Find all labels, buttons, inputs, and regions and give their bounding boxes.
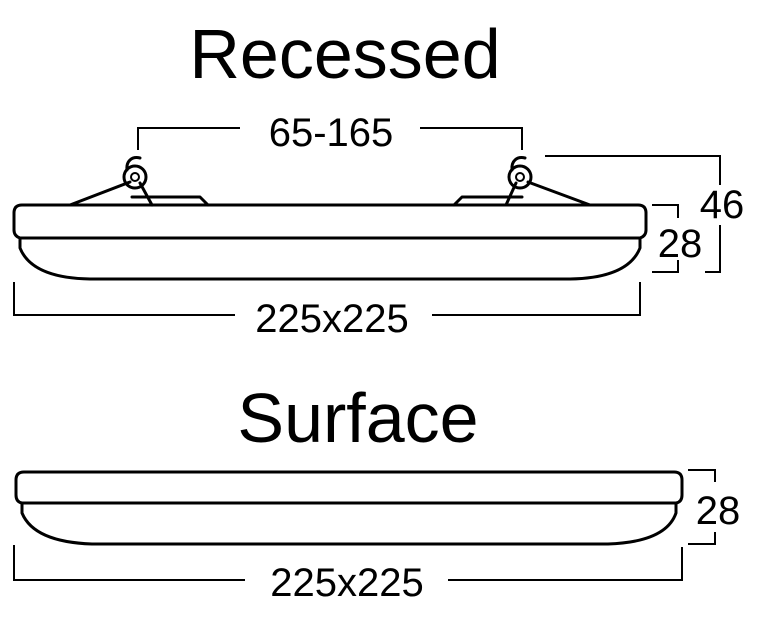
recessed-footprint-label: 225x225 bbox=[255, 297, 408, 341]
surface-footprint-dimension: 225x225 bbox=[13, 545, 683, 605]
recessed-body-height-label: 28 bbox=[658, 222, 703, 266]
recessed-overall-height-dimension: 46 bbox=[545, 155, 745, 273]
recessed-title: Recessed bbox=[189, 15, 500, 93]
recessed-fixture-body bbox=[12, 203, 648, 281]
surface-footprint-label: 225x225 bbox=[270, 561, 423, 605]
recessed-spring-clip-left bbox=[68, 156, 210, 207]
surface-title: Surface bbox=[237, 379, 478, 457]
recessed-section: Recessed 65-165 bbox=[12, 15, 745, 341]
recessed-clip-range-dimension: 65-165 bbox=[137, 111, 523, 155]
recessed-body-height-dimension: 28 bbox=[652, 204, 703, 273]
surface-body-height-label: 28 bbox=[696, 489, 741, 533]
recessed-footprint-dimension: 225x225 bbox=[13, 282, 641, 341]
surface-fixture-body bbox=[14, 470, 684, 546]
recessed-overall-height-label: 46 bbox=[700, 183, 745, 227]
surface-section: Surface 28 225x225 bbox=[13, 379, 741, 605]
surface-body-height-dimension: 28 bbox=[688, 469, 741, 545]
recessed-spring-clip-right bbox=[452, 156, 592, 207]
recessed-clip-range-label: 65-165 bbox=[269, 111, 394, 155]
